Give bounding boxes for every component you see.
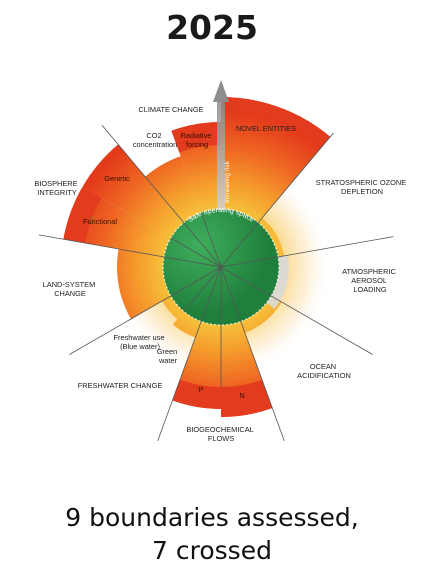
label-stratospheric-ozone-depletion: STRATOSPHERIC OZONE DEPLETION	[316, 178, 409, 196]
label-freshwater-use-blue-water: Freshwater use (Blue water)	[114, 333, 167, 351]
divider-line	[200, 212, 222, 268]
divider-line	[157, 266, 222, 441]
divider-line	[38, 234, 222, 268]
label-biogeochemical-flows: BIOGEOCHEMICAL FLOWS	[186, 425, 255, 443]
increasing-risk-arrow	[213, 80, 229, 210]
label-biosphere-integrity: BIOSPHERE INTEGRITY	[34, 179, 79, 197]
label-p: P	[199, 385, 204, 394]
boundary-labels: CLIMATE CHANGE NOVEL ENTITIES STRATOSPHE…	[34, 105, 409, 443]
label-functional: Functional	[83, 217, 117, 226]
sub-labels: CO2 concentration Radiative forcing Gene…	[83, 131, 245, 400]
wedge-phosphorus-tip	[172, 379, 221, 409]
label-genetic: Genetic	[104, 174, 130, 183]
divider-line	[170, 237, 222, 268]
label-freshwater-change: FRESHWATER CHANGE	[78, 381, 163, 390]
divider-line	[220, 266, 373, 355]
label-land-system-change: LAND-SYSTEM CHANGE	[43, 280, 98, 298]
divider-line	[69, 266, 222, 355]
divider-line	[183, 266, 222, 312]
divider-line	[220, 132, 334, 268]
sector-dividers	[38, 125, 394, 441]
wedge-nitrogen-tip	[221, 379, 273, 417]
label-n: N	[239, 391, 244, 400]
label-novel-entities: NOVEL ENTITIES	[236, 124, 296, 133]
summary-line-2: 7 crossed	[152, 536, 272, 565]
planetary-boundaries-diagram: Increasing risk Safe operating space CLI…	[34, 80, 409, 443]
summary-text: 9 boundaries assessed, 7 crossed	[0, 501, 424, 567]
label-ocean-acidification: OCEAN ACIDIFICATION	[297, 362, 351, 380]
wedge-novel-entities-tip	[221, 97, 331, 146]
wedge-radiative-forcing-tip	[171, 122, 221, 153]
label-green-water: Green water	[157, 347, 180, 365]
divider-line	[220, 236, 394, 268]
label-climate-change: CLIMATE CHANGE	[138, 105, 203, 114]
increasing-risk-label: Increasing risk	[224, 160, 231, 203]
wedge-biosphere-functional-tip	[63, 187, 102, 244]
divider-line	[220, 266, 285, 441]
summary-line-1: 9 boundaries assessed,	[65, 503, 359, 532]
label-co2-concentration: CO2 concentration	[133, 131, 177, 149]
year-title: 2025	[166, 8, 258, 47]
label-atmospheric-aerosol-loading: ATMOSPHERIC AEROSOL LOADING	[342, 267, 398, 294]
label-radiative-forcing: Radiative forcing	[181, 131, 214, 149]
divider-line	[101, 125, 222, 268]
